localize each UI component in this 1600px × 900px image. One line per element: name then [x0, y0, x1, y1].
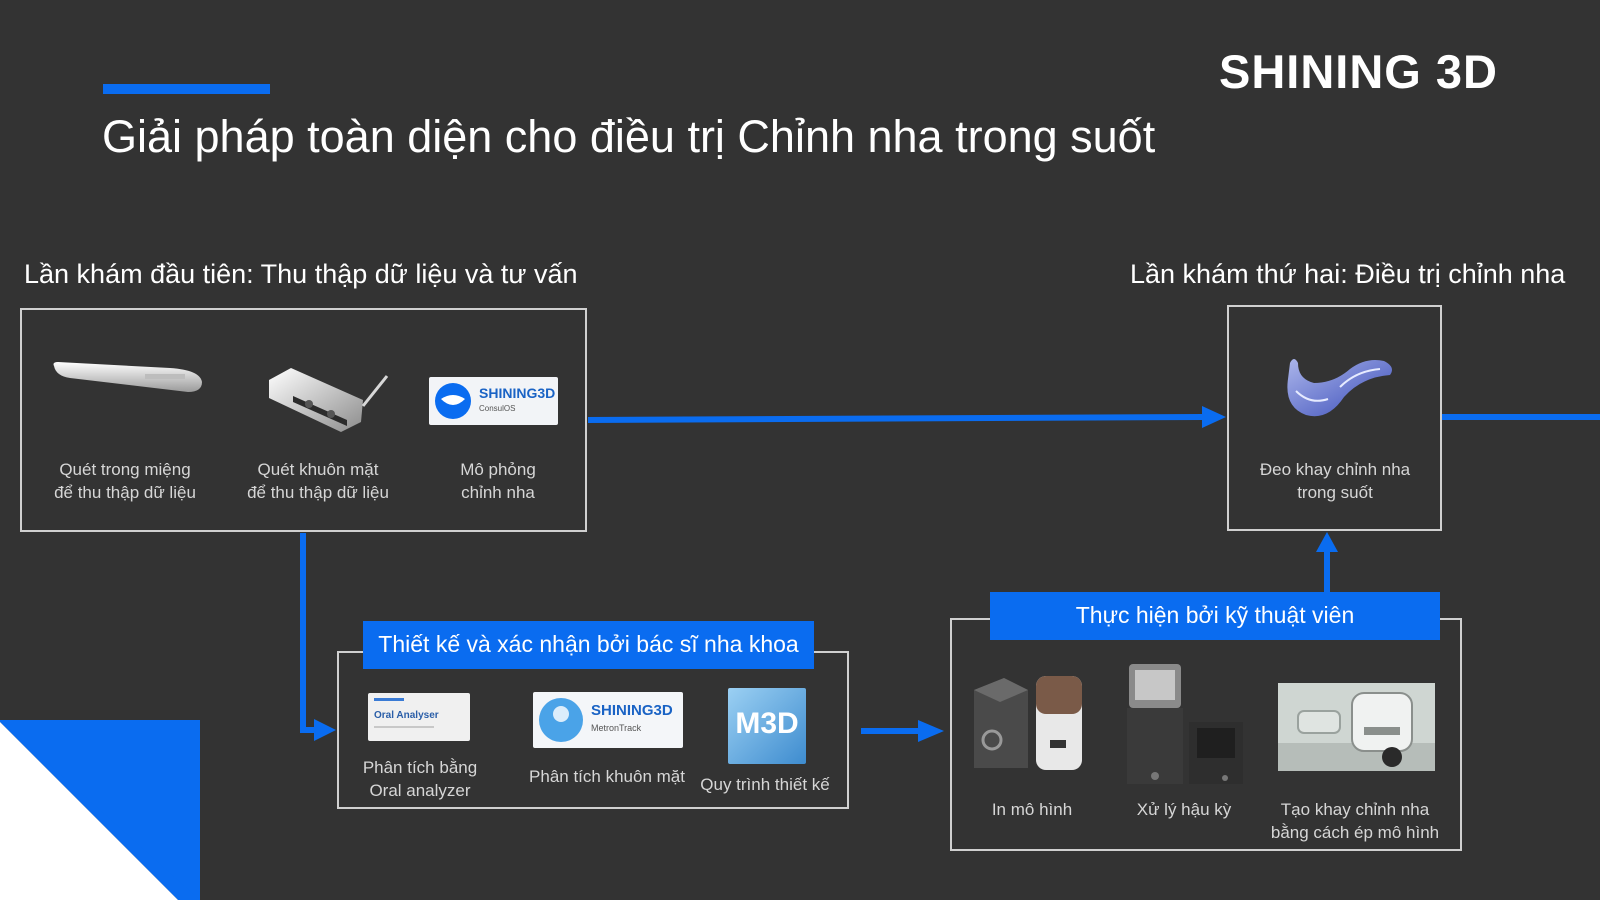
arrow-first-to-second-head: [1202, 406, 1226, 428]
post-processing-icon: [1127, 664, 1243, 784]
second-visit-label: Lần khám thứ hai: Điều trị chỉnh nha: [1130, 259, 1566, 289]
oral-analyzer-caption: Phân tích bằng Oral analyzer: [362, 758, 478, 800]
page-title: Giải pháp toàn diện cho điều trị Chỉnh n…: [102, 111, 1156, 162]
m3d-logo: M3D: [728, 688, 806, 764]
metrontrack-logo-brand: SHINING3D: [591, 702, 673, 719]
arrow-tech-to-second-head: [1316, 532, 1338, 552]
post-processing-caption: Xử lý hậu kỳ: [1136, 800, 1232, 819]
simulation-caption: Mô phỏng chỉnh nha: [460, 460, 536, 502]
print-model-caption: In mô hình: [991, 800, 1073, 819]
oral-analyser-logo-text: Oral Analyser: [374, 710, 439, 721]
metrontrack-logo-icon: [539, 698, 583, 742]
intraoral-scan-caption: Quét trong miệng để thu thập dữ liệu: [54, 460, 196, 502]
arrow-first-to-design-line: [300, 533, 316, 733]
thermoforming-icon: [1278, 683, 1435, 771]
consulos-logo-brand: SHINING3D: [479, 385, 556, 401]
brand-logo-text: SHINING 3D: [1219, 45, 1498, 98]
arrow-design-to-tech-head: [918, 720, 944, 742]
corner-triangle-fill: [0, 722, 178, 900]
face-analysis-caption: Phân tích khuôn mặt: [529, 767, 685, 786]
first-visit-label: Lần khám đầu tiên: Thu thập dữ liệu và t…: [24, 259, 578, 289]
metrontrack-logo-product: MetronTrack: [591, 723, 642, 733]
3d-printer-icon: [974, 676, 1082, 770]
design-process-caption: Quy trình thiết kế: [700, 775, 830, 794]
face-scanner-icon: [269, 368, 389, 432]
metrontrack-logo: SHINING3D MetronTrack: [533, 692, 683, 748]
face-scan-caption: Quét khuôn mặt để thu thập dữ liệu: [247, 460, 389, 502]
title-accent-bar: [103, 84, 270, 94]
consulos-logo: SHINING3D ConsulOS: [429, 377, 558, 425]
first-visit-box: [20, 308, 587, 532]
second-visit-box: [1227, 305, 1442, 531]
thermoforming-caption: Tạo khay chỉnh nha bằng cách ép mô hình: [1270, 800, 1440, 842]
intraoral-scanner-icon: [53, 362, 202, 392]
arrow-first-to-second-line: [587, 414, 1203, 423]
design-banner: Thiết kế và xác nhận bởi bác sĩ nha khoa: [363, 621, 814, 669]
m3d-logo-text: M3D: [735, 707, 799, 740]
technician-banner: Thực hiện bởi kỹ thuật viên: [990, 592, 1440, 640]
aligner-caption: Đeo khay chỉnh nha trong suốt: [1259, 460, 1411, 502]
corner-triangle-accent: [0, 720, 200, 900]
oral-analyser-logo: Oral Analyser: [368, 693, 470, 741]
consulos-logo-icon: [435, 383, 471, 419]
clear-aligner-icon: [1287, 359, 1392, 417]
arrow-first-to-design-head: [314, 719, 336, 741]
consulos-logo-product: ConsulOS: [479, 404, 516, 413]
